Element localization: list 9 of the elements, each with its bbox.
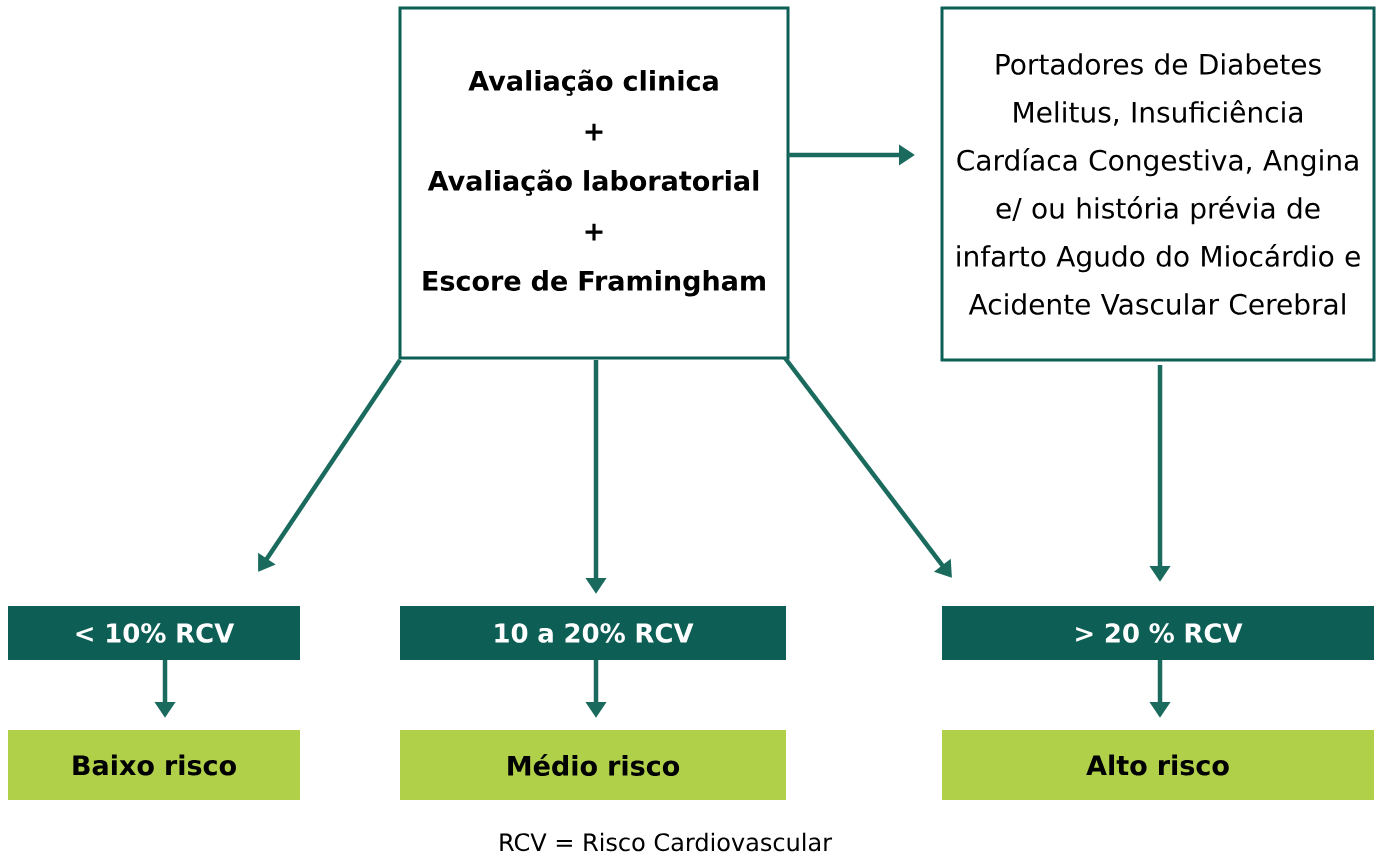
risk-band: > 20 % RCV [942,606,1374,660]
note: RCV = Risco Cardiovascular [500,832,833,852]
result-box: Médio risco [400,730,786,800]
risk-band: 10 a 20% RCV [400,606,786,660]
flow-box: Avaliação clinica + Avaliação laboratorial + Escore de Framingham [398,6,790,360]
flow-box: Portadores de Diabetes Melitus, Insuficiência Cardíaca Congestiva, Angina e/ ou história prévia de infarto Agudo do Miocárdio e Acidente Vascular Cerebral [940,6,1376,362]
result-box: Baixo risco [8,730,300,800]
risk-band: < 10% RCV [8,606,300,660]
result-box: Alto risco [942,730,1374,800]
